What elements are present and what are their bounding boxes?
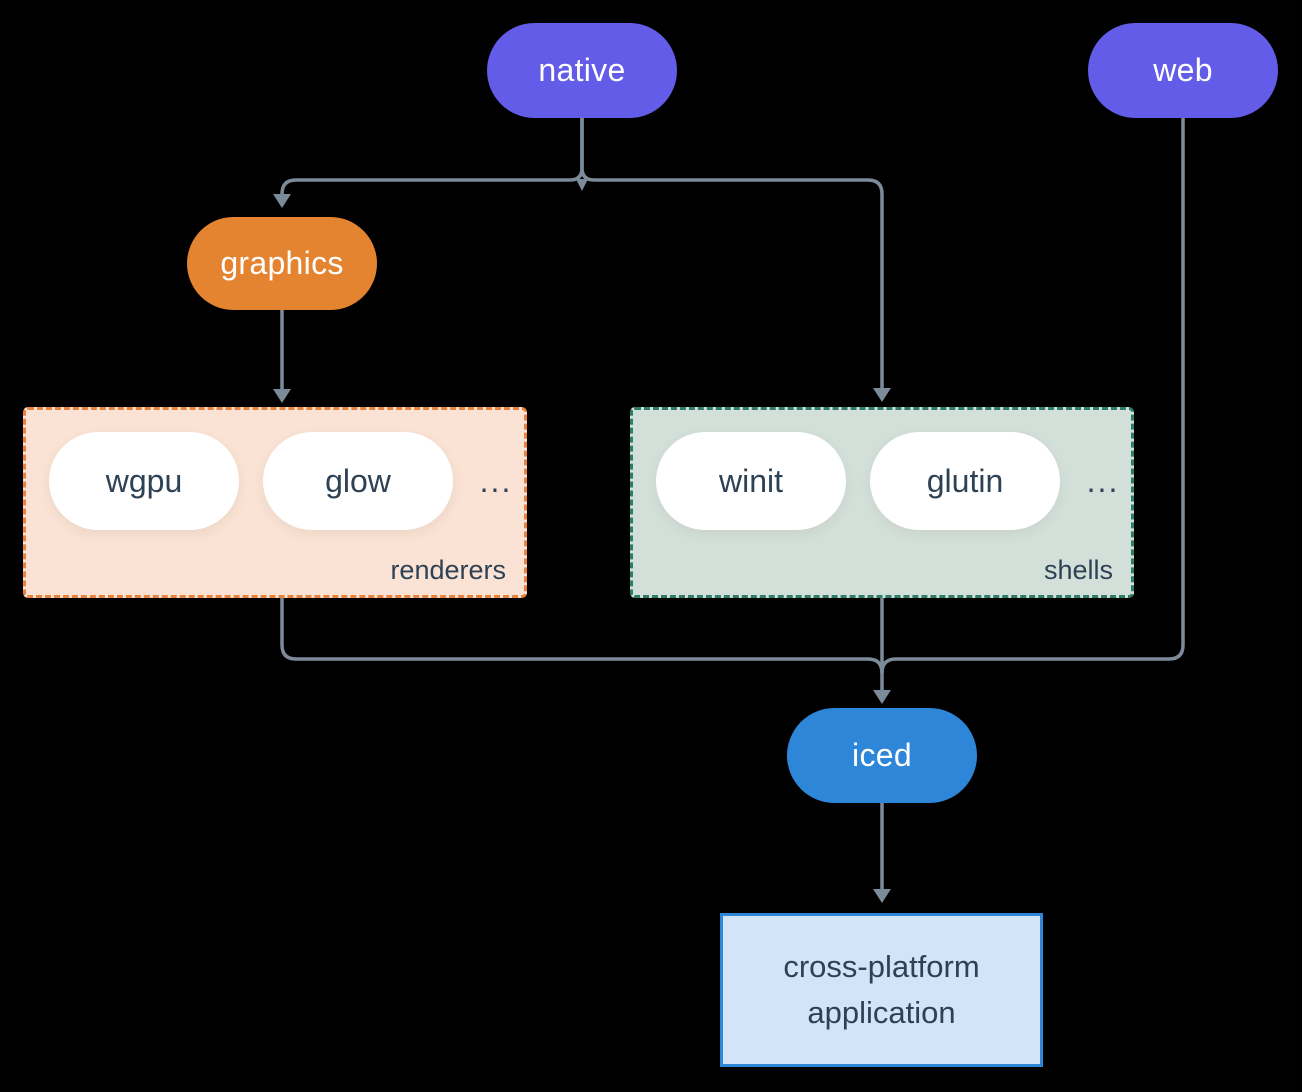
edge-native-shells xyxy=(580,118,884,390)
arrowhead-graphics xyxy=(273,194,291,208)
arrowhead-shells xyxy=(873,388,891,402)
node-glutin-label: glutin xyxy=(926,462,1004,499)
edge-native-graphics xyxy=(280,118,584,195)
node-cross-platform-application: cross-platform application xyxy=(720,913,1043,1067)
node-glutin: glutin xyxy=(870,432,1060,530)
edge-renderers-iced xyxy=(280,598,884,674)
application-label-line2: application xyxy=(807,995,956,1030)
node-iced: iced xyxy=(787,708,977,803)
node-winit: winit xyxy=(656,432,846,530)
node-native: native xyxy=(487,23,677,118)
node-winit-label: winit xyxy=(718,462,783,499)
node-wgpu: wgpu xyxy=(49,432,239,530)
shells-ellipsis: ... xyxy=(1086,462,1120,499)
group-shells: winit glutin ... shells xyxy=(630,407,1134,598)
renderers-group-label: renderers xyxy=(390,555,506,585)
group-renderers: wgpu glow ... renderers xyxy=(23,407,527,598)
node-graphics: graphics xyxy=(187,217,377,310)
node-web: web xyxy=(1088,23,1278,118)
node-web-label: web xyxy=(1153,52,1213,88)
arrowhead-renderers xyxy=(273,389,291,403)
renderers-ellipsis: ... xyxy=(479,462,513,499)
node-glow-label: glow xyxy=(325,462,391,499)
node-iced-label: iced xyxy=(852,737,912,773)
node-graphics-label: graphics xyxy=(220,245,344,281)
node-native-label: native xyxy=(538,52,626,88)
fork-tip xyxy=(576,179,588,191)
arrowhead-iced xyxy=(873,690,891,704)
shells-group-label: shells xyxy=(1043,555,1113,585)
arrowhead-application xyxy=(873,889,891,903)
node-wgpu-label: wgpu xyxy=(105,462,183,499)
node-glow: glow xyxy=(263,432,453,530)
application-label-line1: cross-platform xyxy=(783,949,980,985)
